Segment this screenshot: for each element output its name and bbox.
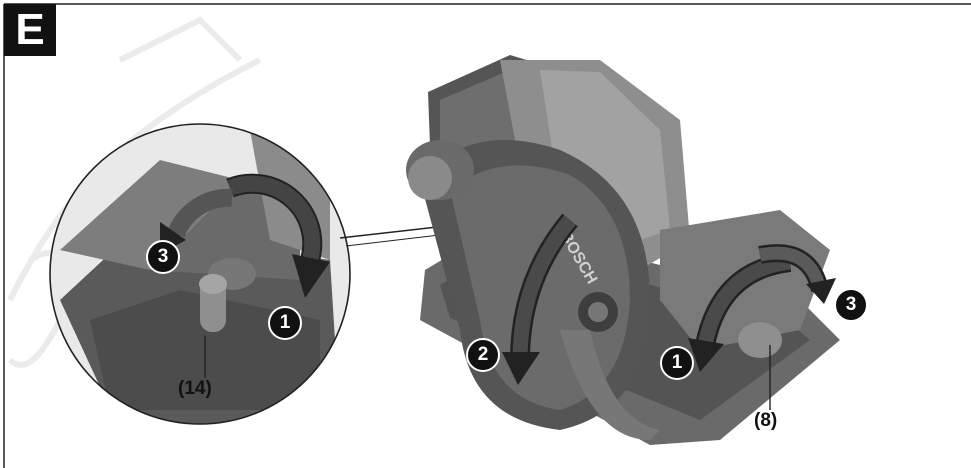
callout-14: (14) <box>178 378 212 399</box>
arrow-3-right <box>758 244 836 304</box>
step-1-badge: 1 <box>660 346 694 380</box>
step-2-badge: 2 <box>466 338 500 372</box>
callout-8: (8) <box>754 410 778 431</box>
step-1-badge-inset: 1 <box>268 306 302 340</box>
arrow-2 <box>502 213 578 385</box>
step-3-badge: 3 <box>834 288 868 322</box>
inset-detail <box>50 124 350 424</box>
figure-label: E <box>4 4 56 56</box>
inset-border <box>49 123 351 425</box>
arrow-1-right <box>688 252 792 372</box>
step-3-badge-inset: 3 <box>146 240 180 274</box>
